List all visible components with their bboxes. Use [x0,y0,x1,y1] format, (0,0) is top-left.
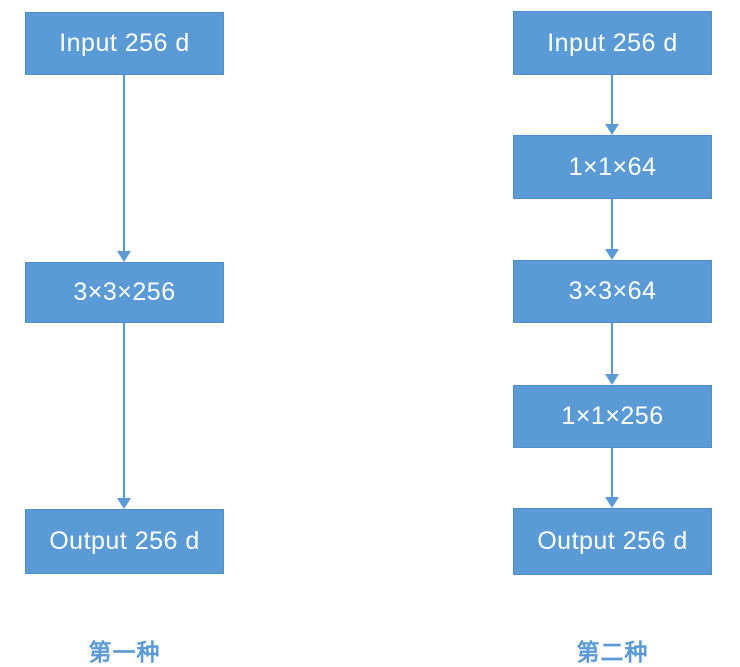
arrow-shaft [611,448,613,499]
node-box-input-first: Input 256 d [25,12,224,75]
arrow-head [605,249,619,260]
diagram-label-second: 第二种 [576,639,649,665]
arrow-down-icon [117,323,131,509]
arrow-down-icon [117,75,131,262]
arrow-head [117,251,131,262]
diagram-label-first: 第一种 [88,639,161,665]
node-box-output-first: Output 256 d [25,509,224,574]
node-box-input-second: Input 256 d [513,11,712,75]
arrow-shaft [611,199,613,251]
node-box-conv1x1x64-second: 1×1×64 [513,135,712,199]
arrow-head [605,374,619,385]
arrow-head [605,124,619,135]
arrow-down-icon [605,199,619,260]
arrow-shaft [123,75,125,253]
arrow-head [117,498,131,509]
node-box-output-second: Output 256 d [513,508,712,575]
arrow-shaft [123,323,125,500]
node-box-conv3x3x64-second: 3×3×64 [513,260,712,323]
arrow-head [605,497,619,508]
arrow-down-icon [605,323,619,385]
arrow-shaft [611,75,613,126]
arrow-down-icon [605,75,619,135]
arrow-shaft [611,323,613,376]
node-box-conv1x1x256-second: 1×1×256 [513,385,712,448]
node-box-conv3x3x256-first: 3×3×256 [25,262,224,323]
arrow-down-icon [605,448,619,508]
